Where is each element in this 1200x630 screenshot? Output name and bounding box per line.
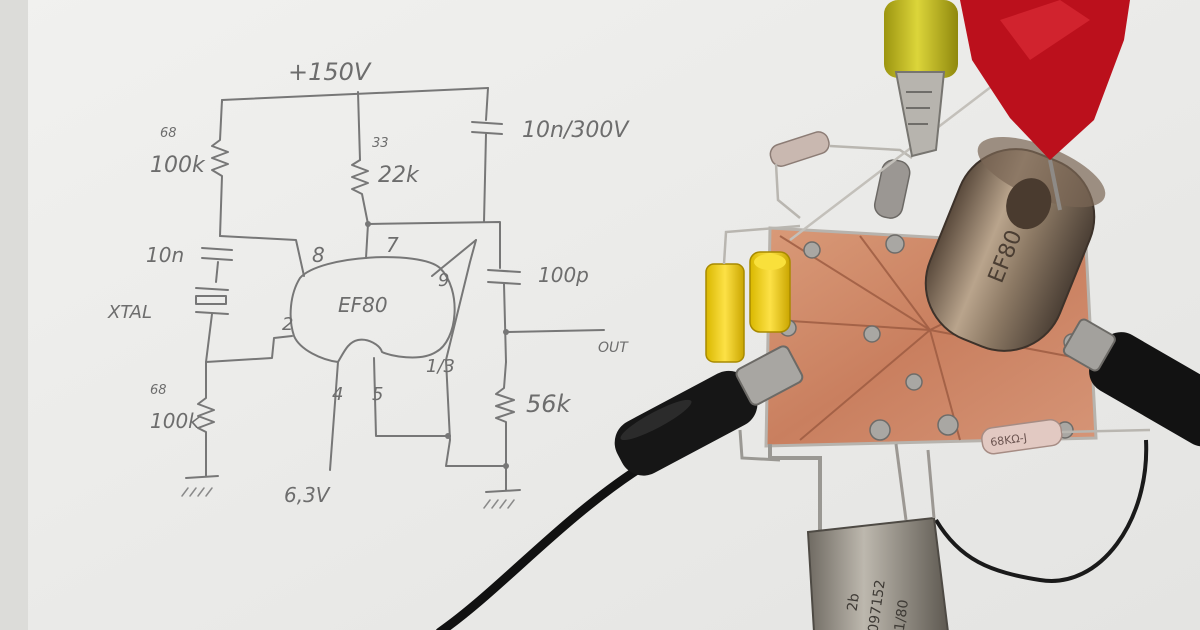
label-c-right: 100p xyxy=(538,263,589,287)
yellow-alligator-clip xyxy=(884,0,958,158)
label-r-right: 56k xyxy=(526,390,572,418)
label-supply: +150V xyxy=(288,58,372,86)
resistor-top xyxy=(769,131,830,167)
resistor-marking: 68KΩ-J xyxy=(989,431,1027,449)
label-heater: 6,3V xyxy=(284,483,331,507)
label-output: OUT xyxy=(598,340,629,356)
label-r-bottom: 100k xyxy=(150,409,201,433)
resistor-vertical xyxy=(873,159,911,219)
red-alligator-clip xyxy=(960,0,1130,211)
label-pin-4: 4 xyxy=(332,384,343,405)
label-pin-9: 9 xyxy=(438,270,449,291)
circuit-hardware: EF80 68KΩ-J 2b 097152 Q11/80 xyxy=(435,0,1200,630)
label-pin-8: 8 xyxy=(312,243,325,267)
crystal-marking-1: 2b xyxy=(845,592,863,612)
ef80-tube: EF80 xyxy=(924,137,1106,352)
resistor-68k: 68KΩ-J xyxy=(981,418,1063,455)
label-crystal: XTAL xyxy=(107,302,152,323)
label-r-bottom-small: 68 xyxy=(150,383,167,398)
crystal-marking-2: 097152 xyxy=(866,579,889,630)
label-r-mid-small: 33 xyxy=(372,136,389,151)
label-tube: EF80 xyxy=(338,293,388,317)
black-alligator-clip-right xyxy=(1062,318,1200,447)
label-r-left-small: 68 xyxy=(160,126,177,141)
label-c-left: 10n xyxy=(146,243,184,267)
yellow-capacitor-2 xyxy=(749,251,791,333)
crystal-marking-3: Q11/80 xyxy=(889,599,912,630)
hand-drawn-schematic: +150V 68 100k 33 22k 10n/300V 10n XTAL E… xyxy=(107,58,630,509)
label-c-top: 10n/300V xyxy=(522,118,630,143)
label-pin-7: 7 xyxy=(386,233,399,257)
yellow-capacitor-1 xyxy=(705,263,745,363)
label-r-mid: 22k xyxy=(378,163,420,188)
label-pin-2: 2 xyxy=(282,314,293,335)
black-alligator-clip-left xyxy=(614,345,804,476)
label-pin-5: 5 xyxy=(372,384,383,405)
label-r-left: 100k xyxy=(150,153,206,178)
crystal-hc6: 2b 097152 Q11/80 xyxy=(806,516,949,630)
label-pin-1-3: 1/3 xyxy=(426,356,455,377)
